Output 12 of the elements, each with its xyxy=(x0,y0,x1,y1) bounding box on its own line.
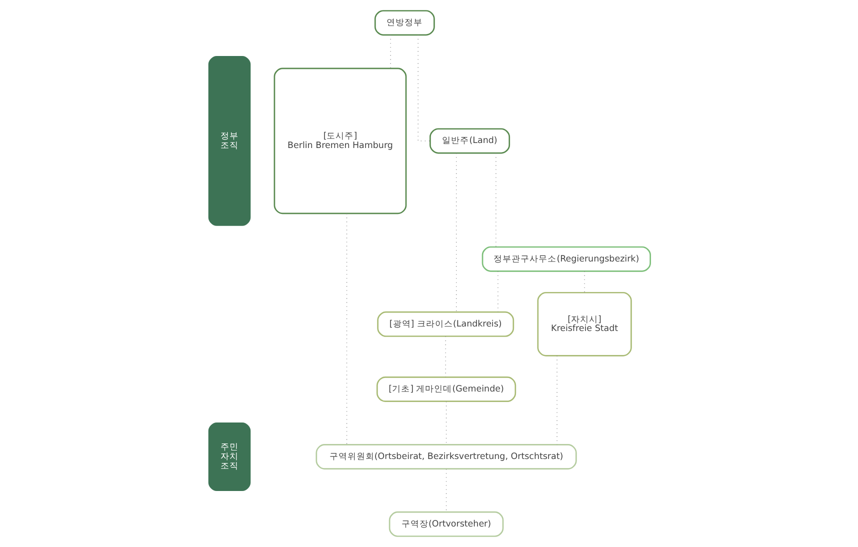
node-box: 일반주(Land) xyxy=(429,128,510,154)
node-box: 구역위원회(Ortsbeirat, Bezirksvertretung, Ortschtsrat) xyxy=(315,444,576,470)
node-box: 주민 자치 조직 xyxy=(208,422,250,491)
node-box: 정부 조직 xyxy=(208,56,250,226)
connector xyxy=(417,34,430,142)
node-box: [광역] 크라이스(Landkreis) xyxy=(376,311,514,337)
node-box: 정부관구사무소(Regierungsbezirk) xyxy=(481,246,650,272)
node-box: [기초] 게마인데(Gemeinde) xyxy=(376,376,516,402)
node-box: 연방정부 xyxy=(374,10,434,36)
node-box: [자치시] Kreisfreie Stadt xyxy=(536,292,632,356)
node-box: [도시주] Berlin Bremen Hamburg xyxy=(273,68,406,214)
node-box: 구역장(Ortvorsteher) xyxy=(388,511,504,537)
